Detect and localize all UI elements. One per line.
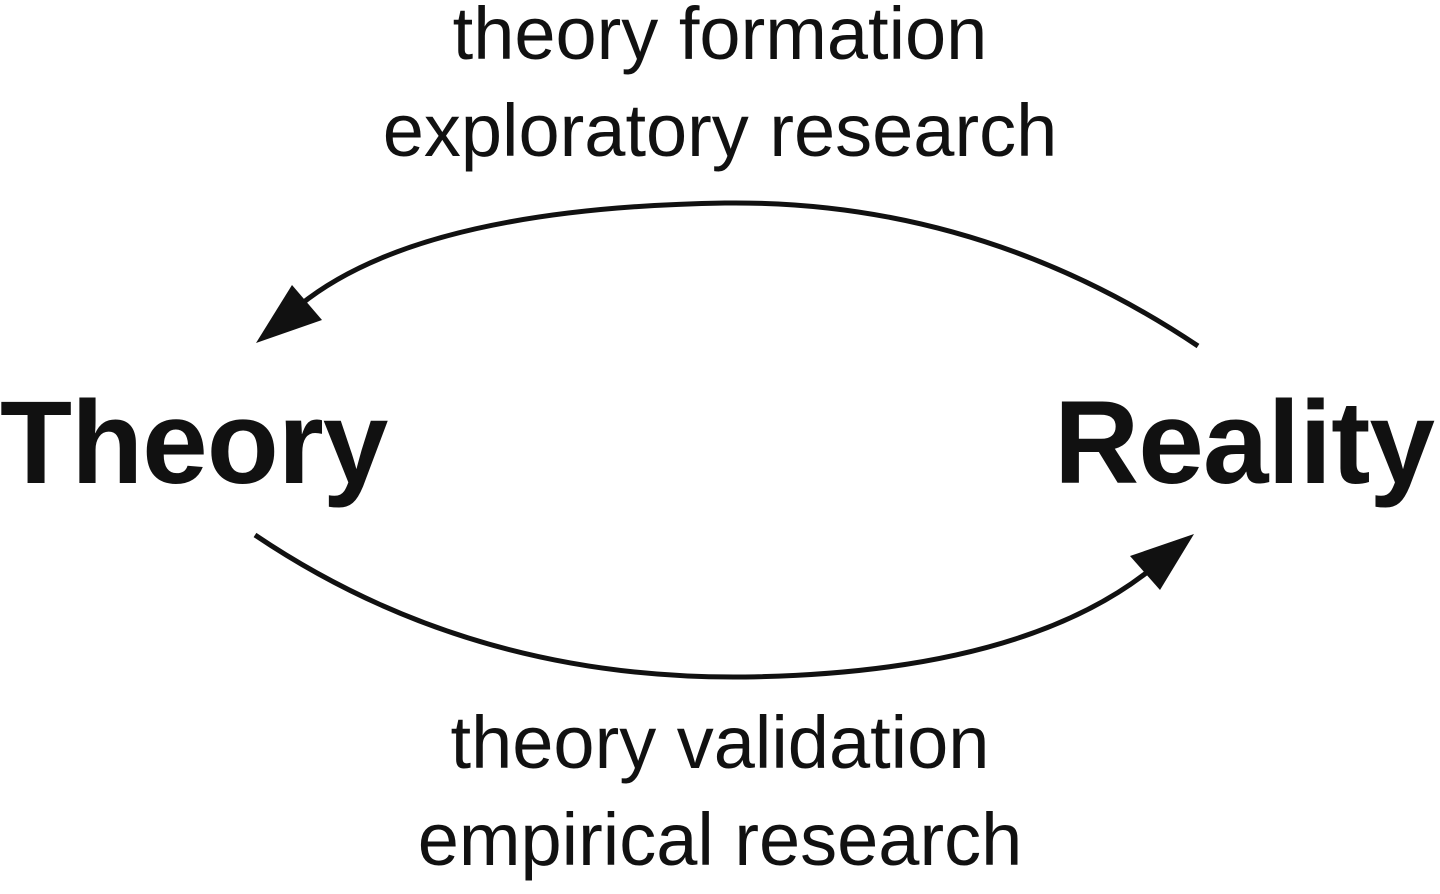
bottom-edge-label-line2: empirical research	[417, 798, 1023, 881]
top-arrowhead	[256, 285, 322, 343]
reality-node: Reality	[1054, 377, 1435, 509]
bottom-edge-label: theory validation empirical research	[0, 694, 1440, 888]
top-arrow	[298, 200, 1200, 349]
bottom-arrow	[253, 532, 1152, 680]
top-edge-label: theory formation exploratory research	[0, 0, 1440, 179]
bottom-arrowhead	[1130, 534, 1194, 590]
top-edge-label-line1: theory formation	[452, 0, 988, 75]
top-edge-label-line2: exploratory research	[382, 89, 1058, 172]
bottom-edge-label-line1: theory validation	[450, 701, 990, 784]
theory-node: Theory	[0, 377, 388, 509]
